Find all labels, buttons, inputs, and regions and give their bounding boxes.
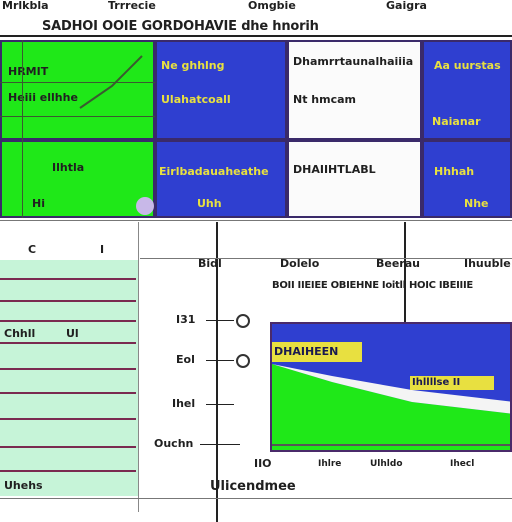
connector-2 (404, 222, 406, 322)
bottom-rule (0, 498, 512, 499)
axis-b4: Ihecl (450, 459, 475, 469)
left-panel-row (0, 446, 136, 448)
trend-arrow-icon (79, 55, 143, 109)
header-right: Gaigra (386, 0, 427, 12)
left-panel-row (0, 470, 136, 472)
axis-footer: Ulicendmee (210, 480, 296, 494)
status-dot (136, 197, 154, 215)
inset-wave-fill (272, 364, 510, 450)
left-panel-value: Ul (66, 328, 79, 340)
left-panel-row (0, 300, 136, 302)
axis-b2: Ihlre (318, 459, 342, 469)
inset-title: DHAIHEEN (274, 346, 339, 358)
grid-cell-r2c4[interactable]: Hhhah Nhe (422, 140, 512, 218)
axis-b3: Ulhldo (370, 459, 403, 469)
grid-green-divider (0, 116, 155, 117)
left-panel (0, 260, 138, 496)
header-left2: Trrrecie (108, 0, 156, 12)
grid-cell-r1c3[interactable]: Dhamrrtaunalhaiiia Nt hmcam (287, 40, 422, 140)
mid-top-rule (0, 220, 512, 221)
grid-green-vdivider (22, 40, 23, 218)
left-panel-row (0, 320, 136, 322)
grid-cell-r1c1[interactable]: HRMIT Heiii ellhhe (0, 40, 155, 140)
inset-value-badge (410, 376, 494, 390)
left-panel-row (0, 278, 136, 280)
left-panel-border (138, 222, 139, 512)
axis-t2: Eol (176, 354, 195, 366)
label-beerau: Beerau (376, 258, 420, 270)
left-panel-row (0, 418, 136, 420)
label-ihuuble: Ihuuble (464, 258, 511, 270)
axis-t4: Ouchn (154, 438, 194, 450)
mid-rule (140, 258, 512, 259)
knob-icon (236, 314, 250, 328)
left-panel-footer: Uhehs (4, 480, 43, 492)
label-dolelo: Dolelo (280, 258, 320, 270)
grid-cell-r2c2[interactable]: Eirlbadauaheathe Uhh (155, 140, 287, 218)
axis-tick (206, 360, 234, 361)
left-panel-label: Chhll (4, 328, 36, 340)
grid-green-divider (0, 82, 155, 83)
inset-title-bar (272, 342, 362, 362)
header-divider (0, 35, 512, 37)
axis-t3: Ihel (172, 398, 196, 410)
axis-tick (206, 320, 234, 321)
grid-cell-r1c2[interactable]: Ne ghhlng Ulahatcoall (155, 40, 287, 140)
inset-value: Ihllllse II (412, 377, 461, 388)
inset-baseline (272, 444, 510, 446)
axis-b1: IIO (254, 458, 272, 470)
axis-t1: I31 (176, 314, 196, 326)
left-panel-row (0, 342, 136, 344)
mid-left-a: C (28, 244, 37, 256)
axis-tick (206, 404, 234, 405)
left-panel-row (0, 368, 136, 370)
inset-panel[interactable]: DHAIHEEN Ihllllse II (270, 322, 512, 452)
page-subtitle: SADHOI OOIE GORDOHAVIE dhe hnorih (42, 20, 319, 34)
mid-row-text: BOII IIEIEE OBIEHNE Ioitll HOIC IBEIIIE (272, 280, 473, 291)
knob-icon (236, 354, 250, 368)
header-center: Omgbie (248, 0, 296, 12)
left-panel-row (0, 392, 136, 394)
connector-1 (216, 222, 218, 522)
header-left: Mrlkbla (2, 0, 48, 12)
grid-cell-r2c3[interactable]: DHAIIHTLABL (287, 140, 422, 218)
label-bidl: Bidl (198, 258, 222, 270)
grid-cell-r1c4[interactable]: Aa uurstas Naianar (422, 40, 512, 140)
grid-cell-r2c1[interactable]: Ilhtla Hi (0, 140, 155, 218)
axis-tick (200, 444, 240, 445)
mid-left-b: I (100, 244, 105, 256)
